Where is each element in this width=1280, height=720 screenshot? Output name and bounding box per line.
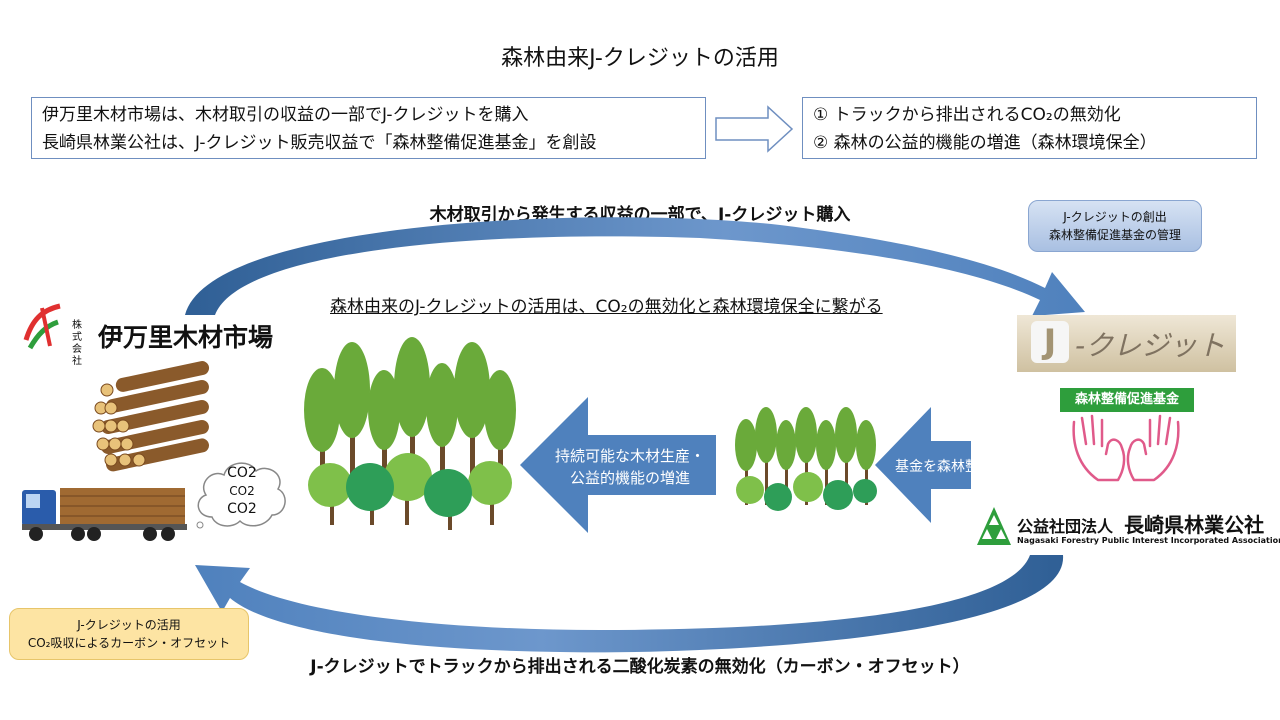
jcredit-logo-text: -クレジット	[1075, 329, 1226, 362]
summary-line-2: 長崎県林業公社は、J-クレジット販売収益で「森林整備促進基金」を創設	[42, 133, 597, 153]
summary-line-1: 伊万里木材市場は、木材取引の収益の一部でJ-クレジットを購入	[42, 105, 529, 125]
offset-line-1: J-クレジットの活用	[77, 618, 181, 632]
summary-box-left: 伊万里木材市場は、木材取引の収益の一部でJ-クレジットを購入 長崎県林業公社は、…	[31, 97, 706, 159]
center-message: 森林由来のJ-クレジットの活用は、CO₂の無効化と森林環境保全に繋がる	[330, 297, 883, 317]
imari-mark-icon	[23, 303, 61, 350]
imari-company-name: 伊万里木材市場	[98, 323, 274, 352]
sustainable-line-1: 持続可能な木材生産・	[554, 447, 705, 465]
nagasaki-org-type: 公益社団法人	[1017, 517, 1114, 536]
cloud-text-2: CO2	[229, 484, 255, 498]
effect-item-2: ② 森林の公益的機能の増進（森林環境保全）	[813, 133, 1157, 153]
logging-truck-icon	[22, 488, 187, 541]
effect-item-1: ① トラックから排出されるCO₂の無効化	[813, 105, 1121, 125]
sustainable-line-2: 公益的機能の増進	[569, 469, 690, 487]
effects-box-right: ① トラックから排出されるCO₂の無効化 ② 森林の公益的機能の増進（森林環境保…	[802, 97, 1257, 159]
nagasaki-tree-mark-icon	[977, 507, 1011, 545]
badge-line-1: J-クレジットの創出	[1063, 210, 1167, 224]
fund-transfer-label: 基金を森林整備費に	[895, 459, 1021, 475]
forest-fund-label: 森林整備促進基金	[1060, 388, 1194, 412]
company-type-top: 株式	[72, 320, 82, 343]
outline-right-arrow	[715, 105, 794, 153]
sustainable-forestry-arrow	[520, 397, 716, 533]
nagasaki-org-english: Nagasaki Forestry Public Interest Incorp…	[1017, 536, 1280, 545]
bottom-flow-caption: J-クレジットでトラックから排出される二酸化炭素の無効化（カーボン・オフセット）	[310, 657, 970, 677]
jcredit-creation-badge: J-クレジットの創出 森林整備促進基金の管理	[1028, 200, 1202, 252]
co2-cloud-icon	[196, 462, 286, 529]
cloud-text-3: CO2	[227, 501, 257, 517]
diagram-title: 森林由来J-クレジットの活用	[501, 46, 779, 71]
offset-line-2: CO₂吸収によるカーボン・オフセット	[27, 636, 231, 650]
jcredit-mark: J	[1031, 321, 1069, 363]
nagasaki-org-name: 長崎県林業公社	[1124, 513, 1265, 537]
badge-line-2: 森林整備促進基金の管理	[1048, 228, 1181, 242]
carbon-offset-badge: J-クレジットの活用 CO₂吸収によるカーボン・オフセット	[9, 608, 249, 660]
company-type-bottom: 会社	[72, 344, 82, 367]
mature-forest-icon	[304, 337, 516, 530]
young-forest-icon	[735, 407, 877, 511]
bottom-curved-arrow	[195, 555, 1064, 653]
cloud-text-1: CO2	[227, 465, 257, 481]
log-pile-icon	[92, 361, 210, 472]
fund-transfer-arrow	[875, 407, 971, 523]
sustainable-forestry-label: 持続可能な木材生産・ 公益的機能の増進	[540, 445, 720, 489]
top-curved-arrow	[185, 217, 1085, 316]
jcredit-logo: J -クレジット	[1017, 315, 1236, 372]
caring-hands-icon	[1072, 414, 1180, 482]
